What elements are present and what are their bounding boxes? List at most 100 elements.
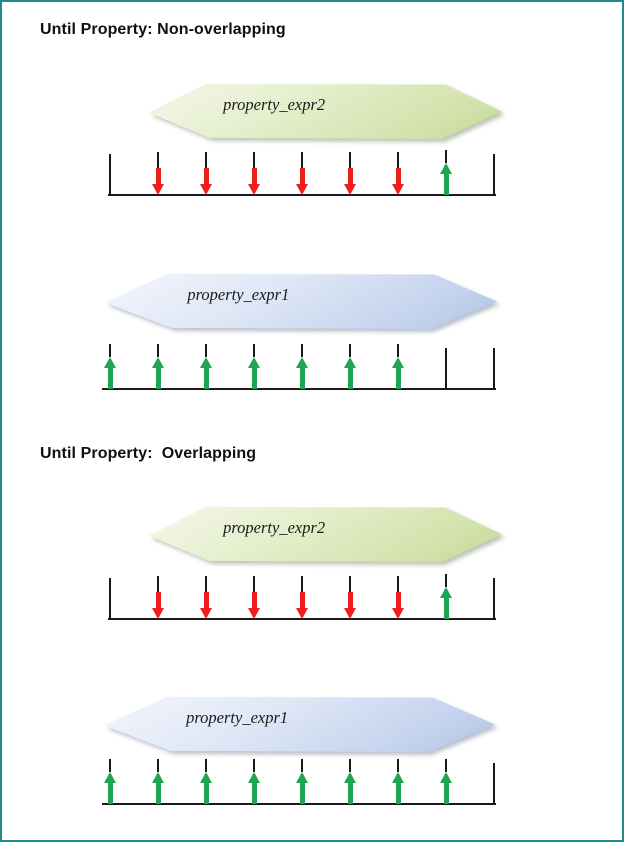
arrow-head bbox=[295, 772, 308, 783]
property-expr1-label: property_expr1 bbox=[187, 285, 290, 304]
arrow-head bbox=[199, 357, 212, 368]
clock-tick bbox=[349, 344, 351, 357]
arrow-shaft bbox=[107, 367, 113, 389]
green-up-arrow bbox=[199, 772, 213, 804]
clock-tick bbox=[397, 576, 399, 592]
arrow-shaft bbox=[395, 168, 401, 185]
arrow-shaft bbox=[443, 173, 449, 195]
clock-tick bbox=[349, 152, 351, 168]
clock-tick bbox=[109, 344, 111, 357]
arrow-head bbox=[391, 357, 404, 368]
arrow-shaft bbox=[299, 782, 305, 804]
clock-tick bbox=[301, 759, 303, 772]
arrow-head bbox=[103, 357, 116, 368]
arrow-head bbox=[295, 608, 308, 619]
timeline-end-bar bbox=[109, 154, 111, 195]
green-up-arrow bbox=[439, 587, 453, 619]
arrow-shaft bbox=[395, 592, 401, 609]
arrow-head bbox=[295, 357, 308, 368]
green-up-arrow bbox=[103, 357, 117, 389]
clock-tick bbox=[205, 759, 207, 772]
hexagon-property-expr2-overlapping: property_expr2 bbox=[149, 507, 502, 562]
hexagon-shape: property_expr1 bbox=[105, 274, 497, 329]
arrow-shaft bbox=[155, 782, 161, 804]
timeline-end-bar bbox=[493, 578, 495, 619]
clock-tick bbox=[349, 576, 351, 592]
green-up-arrow bbox=[343, 357, 357, 389]
arrow-shaft bbox=[395, 782, 401, 804]
timeline-baseline bbox=[102, 388, 496, 390]
red-down-arrow bbox=[343, 168, 357, 195]
red-down-arrow bbox=[295, 592, 309, 619]
clock-tick bbox=[301, 344, 303, 357]
arrow-head bbox=[151, 357, 164, 368]
clock-tick bbox=[445, 150, 447, 163]
green-up-arrow bbox=[391, 772, 405, 804]
green-up-arrow bbox=[391, 357, 405, 389]
title-non-overlapping: Until Property: Non-overlapping bbox=[40, 21, 286, 38]
clock-tick bbox=[253, 759, 255, 772]
clock-tick bbox=[397, 152, 399, 168]
arrow-shaft bbox=[395, 367, 401, 389]
timeline-end-bar bbox=[493, 348, 495, 389]
arrow-head bbox=[247, 184, 260, 195]
clock-tick bbox=[349, 759, 351, 772]
arrow-shaft bbox=[299, 168, 305, 185]
timeline-baseline bbox=[108, 618, 496, 620]
arrow-head bbox=[391, 184, 404, 195]
hexagon-shape: property_expr2 bbox=[149, 507, 502, 562]
timeline-end-bar bbox=[445, 348, 447, 389]
hexagon-shape: property_expr2 bbox=[149, 84, 502, 139]
red-down-arrow bbox=[151, 592, 165, 619]
clock-tick bbox=[205, 344, 207, 357]
arrow-head bbox=[103, 772, 116, 783]
arrow-shaft bbox=[347, 782, 353, 804]
timeline-baseline bbox=[108, 194, 496, 196]
clock-tick bbox=[157, 152, 159, 168]
hexagon-property-expr1-non-overlapping: property_expr1 bbox=[105, 274, 497, 329]
arrow-shaft bbox=[299, 592, 305, 609]
arrow-shaft bbox=[443, 597, 449, 619]
green-up-arrow bbox=[151, 357, 165, 389]
timeline-baseline bbox=[102, 803, 496, 805]
clock-tick bbox=[205, 152, 207, 168]
arrow-head bbox=[295, 184, 308, 195]
arrow-head bbox=[343, 772, 356, 783]
arrow-shaft bbox=[251, 168, 257, 185]
property-expr2-label: property_expr2 bbox=[223, 95, 326, 114]
property-expr1-label: property_expr1 bbox=[186, 708, 289, 727]
clock-tick bbox=[253, 576, 255, 592]
green-up-arrow bbox=[247, 357, 261, 389]
arrow-head bbox=[343, 184, 356, 195]
red-down-arrow bbox=[151, 168, 165, 195]
property-expr2-label: property_expr2 bbox=[223, 518, 326, 537]
red-down-arrow bbox=[247, 592, 261, 619]
green-up-arrow bbox=[151, 772, 165, 804]
green-up-arrow bbox=[103, 772, 117, 804]
arrow-head bbox=[199, 772, 212, 783]
arrow-shaft bbox=[299, 367, 305, 389]
arrow-head bbox=[151, 772, 164, 783]
arrow-head bbox=[439, 772, 452, 783]
title-overlapping: Until Property: Overlapping bbox=[40, 445, 257, 462]
green-up-arrow bbox=[439, 772, 453, 804]
red-down-arrow bbox=[199, 592, 213, 619]
arrow-shaft bbox=[203, 168, 209, 185]
arrow-shaft bbox=[203, 367, 209, 389]
green-up-arrow bbox=[295, 357, 309, 389]
arrow-shaft bbox=[251, 592, 257, 609]
clock-tick bbox=[157, 576, 159, 592]
clock-tick bbox=[157, 344, 159, 357]
arrow-shaft bbox=[203, 782, 209, 804]
clock-tick bbox=[445, 574, 447, 587]
clock-tick bbox=[445, 759, 447, 772]
arrow-shaft bbox=[155, 168, 161, 185]
arrow-shaft bbox=[251, 782, 257, 804]
timeline-end-bar bbox=[493, 154, 495, 195]
green-up-arrow bbox=[439, 163, 453, 195]
arrow-shaft bbox=[107, 782, 113, 804]
arrow-head bbox=[199, 184, 212, 195]
red-down-arrow bbox=[343, 592, 357, 619]
arrow-head bbox=[343, 357, 356, 368]
arrow-head bbox=[391, 772, 404, 783]
